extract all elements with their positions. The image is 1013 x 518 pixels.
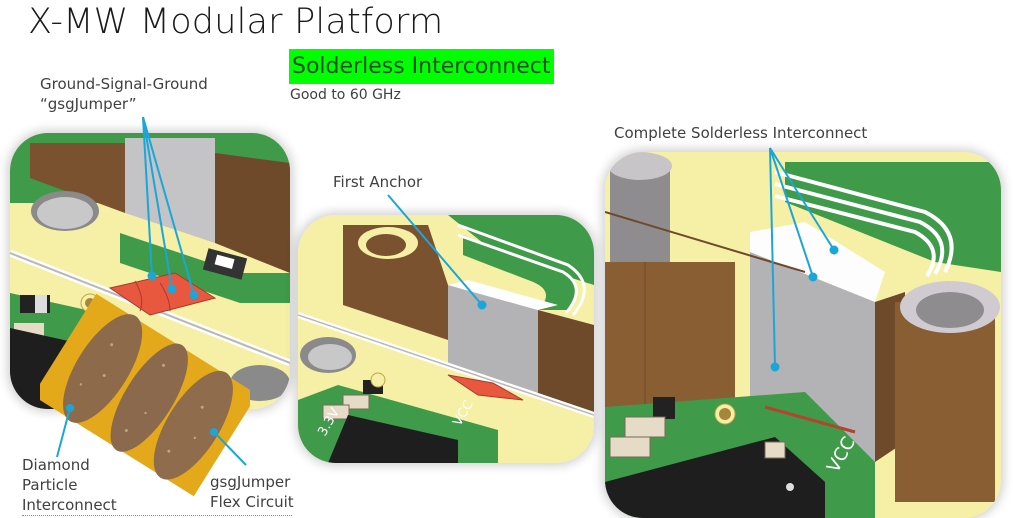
diamond-label-line2: Particle: [22, 476, 78, 494]
middle-render-panel: VCC 3.3V: [298, 215, 594, 463]
frequency-subheading: Good to 60 GHz: [290, 87, 401, 103]
highlight-heading: Solderless Interconnect: [289, 49, 554, 84]
first-anchor-label: First Anchor: [333, 173, 423, 191]
pcb-render-right: VCC: [605, 152, 1001, 518]
right-render-panel: VCC: [605, 152, 1001, 518]
gsg-label-line2: “gsgJumper”: [40, 95, 137, 113]
slide-title: X-MW Modular Platform: [28, 2, 444, 42]
diamond-label-line1: Diamond: [22, 456, 90, 474]
gsg-label: Ground-Signal-Ground “gsgJumper”: [40, 74, 208, 114]
pcb-render-middle: VCC 3.3V: [298, 215, 594, 463]
gsg-label-line1: Ground-Signal-Ground: [40, 75, 208, 93]
gsg-jumper-photo: [40, 293, 250, 497]
flex-label-line1: gsgJumper: [210, 473, 291, 491]
flex-label: gsgJumper Flex Circuit: [210, 472, 294, 512]
complete-interconnect-label: Complete Solderless Interconnect: [614, 124, 868, 142]
flex-label-line2: Flex Circuit: [210, 493, 294, 511]
